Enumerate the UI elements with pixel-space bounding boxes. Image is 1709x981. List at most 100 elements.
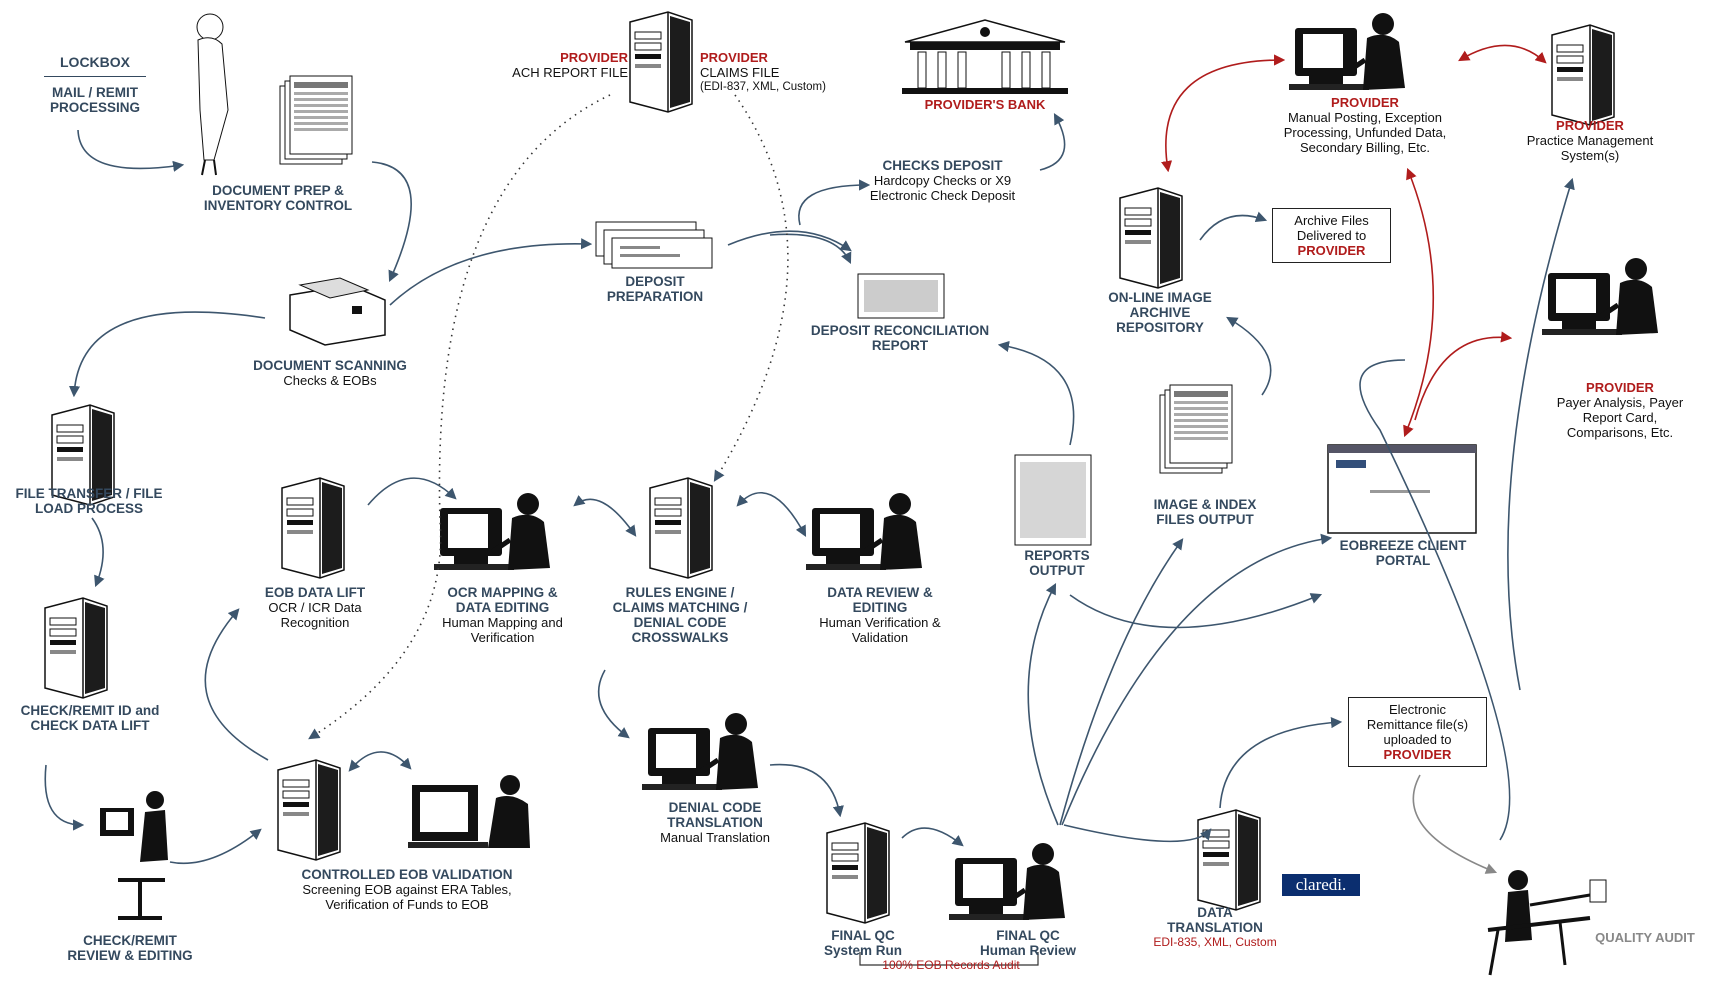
claredi-logo: claredi. — [1282, 874, 1360, 896]
lockbox-subtitle: MAIL / REMIT PROCESSING — [49, 85, 141, 115]
rules-engine-server-icon — [649, 477, 713, 579]
denial-code-title: DENIAL CODE TRANSLATION — [667, 800, 763, 830]
image-index-label: IMAGE & INDEX FILES OUTPUT — [1140, 497, 1270, 527]
final-qc-system-label: FINAL QC System Run — [818, 928, 908, 958]
denial-code-worker-icon — [642, 713, 758, 790]
data-translation-server-icon — [1197, 809, 1261, 911]
data-review-worker-icon — [806, 493, 922, 570]
check-review-title: CHECK/REMIT REVIEW & EDITING — [67, 933, 193, 963]
lockbox-worker-icon — [196, 13, 229, 176]
provider-ach-title: PROVIDER — [560, 50, 628, 65]
quality-audit-worker-icon — [1487, 870, 1607, 976]
eob-lift-text: OCR / ICR Data Recognition — [268, 600, 362, 630]
check-review-label: CHECK/REMIT REVIEW & EDITING — [55, 933, 205, 963]
provider-pms-title: PROVIDER — [1556, 118, 1624, 133]
provider-manual-label: PROVIDER Manual Posting, Exception Proce… — [1270, 95, 1460, 155]
archive-files-box: Archive Files Delivered to PROVIDER — [1272, 208, 1391, 263]
reports-output-icon — [1014, 454, 1092, 546]
final-qc-server-icon — [826, 822, 890, 924]
provider-payer-text: Payer Analysis, Payer Report Card, Compa… — [1556, 395, 1684, 440]
bank-building-icon — [902, 19, 1068, 94]
online-archive-title: ON-LINE IMAGE ARCHIVE REPOSITORY — [1108, 290, 1212, 335]
check-remit-server-icon — [44, 597, 108, 699]
provider-claims-text: CLAIMS FILE — [700, 65, 780, 80]
practice-management-server-icon — [1551, 24, 1615, 126]
doc-scanning-label: DOCUMENT SCANNING Checks & EOBs — [230, 358, 430, 388]
provider-red-arrows — [1161, 44, 1547, 438]
remit-upload-text: Electronic Remittance file(s) uploaded t… — [1366, 702, 1469, 747]
data-translation-text: EDI-835, XML, Custom — [1153, 935, 1277, 949]
eobreeze-portal-label: EOBREEZE CLIENT PORTAL — [1328, 538, 1478, 568]
lockbox-title: LOCKBOX — [60, 54, 130, 70]
provider-payer-label: PROVIDER Payer Analysis, Payer Report Ca… — [1545, 380, 1695, 440]
final-qc-human-title: FINAL QC Human Review — [979, 928, 1077, 958]
deposit-prep-label: DEPOSIT PREPARATION — [600, 274, 710, 304]
checks-deposit-text1: Hardcopy Checks or X9 — [873, 173, 1012, 188]
reports-output-title: REPORTS OUTPUT — [1024, 548, 1090, 578]
rules-engine-label: RULES ENGINE / CLAIMS MATCHING / DENIAL … — [605, 585, 755, 645]
provider-claims-sub: (EDI-837, XML, Custom) — [700, 81, 826, 93]
ocr-mapping-worker-icon — [434, 493, 550, 570]
scanned-documents-icon — [279, 75, 353, 165]
provider-manual-text: Manual Posting, Exception Processing, Un… — [1283, 110, 1447, 155]
final-qc-system-title: FINAL QC System Run — [823, 928, 903, 958]
provider-claims-label: PROVIDER CLAIMS FILE (EDI-837, XML, Cust… — [700, 50, 850, 95]
eob-lift-title: EOB DATA LIFT — [264, 585, 366, 600]
controlled-eob-title: CONTROLLED EOB VALIDATION — [301, 867, 513, 882]
providers-bank-title: PROVIDER'S BANK — [924, 97, 1046, 112]
deposit-recon-title: DEPOSIT RECONCILIATION REPORT — [810, 323, 990, 353]
checks-icon — [595, 221, 713, 269]
remit-upload-provider: PROVIDER — [1383, 747, 1452, 762]
audit-bracket — [859, 952, 1039, 966]
audit-bracket-label: 100% EOB Records Audit — [882, 958, 1020, 972]
deposit-recon-label: DEPOSIT RECONCILIATION REPORT — [800, 323, 1000, 353]
archive-files-provider: PROVIDER — [1297, 243, 1366, 258]
archive-files-text: Archive Files Delivered to — [1294, 213, 1369, 243]
checks-deposit-text2: Electronic Check Deposit — [869, 188, 1016, 203]
controlled-eob-text1: Screening EOB against ERA Tables, — [302, 882, 512, 897]
denial-code-label: DENIAL CODE TRANSLATION Manual Translati… — [640, 800, 790, 845]
data-review-title: DATA REVIEW & EDITING — [827, 585, 933, 615]
doc-scanning-text: Checks & EOBs — [283, 373, 377, 388]
reports-output-label: REPORTS OUTPUT — [1012, 548, 1102, 578]
data-review-text: Human Verification & Validation — [819, 615, 941, 645]
check-remit-id-label: CHECK/REMIT ID and CHECK DATA LIFT — [20, 703, 160, 733]
provider-ach-label: PROVIDER ACH REPORT FILE — [488, 50, 628, 80]
provider-manual-title: PROVIDER — [1331, 95, 1399, 110]
ocr-mapping-text: Human Mapping and Verification — [442, 615, 563, 645]
doc-prep-title: DOCUMENT PREP & INVENTORY CONTROL — [203, 183, 353, 213]
controlled-eob-text2: Verification of Funds to EOB — [325, 897, 489, 912]
provider-files-server-icon — [629, 11, 693, 113]
data-translation-label: DATA TRANSLATION EDI-835, XML, Custom — [1150, 905, 1280, 950]
online-archive-label: ON-LINE IMAGE ARCHIVE REPOSITORY — [1095, 290, 1225, 335]
provider-manual-worker-icon — [1289, 13, 1405, 90]
deposit-report-icon — [857, 273, 945, 319]
payer-analysis-worker-icon — [1542, 258, 1658, 335]
data-review-label: DATA REVIEW & EDITING Human Verification… — [805, 585, 955, 645]
ocr-mapping-title: OCR MAPPING & DATA EDITING — [447, 585, 558, 615]
flow-arrows — [44, 113, 1575, 865]
scanner-icon — [289, 277, 386, 346]
controlled-eob-label: CONTROLLED EOB VALIDATION Screening EOB … — [272, 867, 542, 912]
providers-bank-label: PROVIDER'S BANK — [900, 97, 1070, 112]
provider-pms-text: Practice Management System(s) — [1526, 133, 1654, 163]
file-transfer-label: FILE TRANSFER / FILE LOAD PROCESS — [5, 486, 173, 516]
final-qc-human-worker-icon — [949, 843, 1065, 920]
quality-audit-arrow — [1412, 774, 1498, 874]
image-index-title: IMAGE & INDEX FILES OUTPUT — [1153, 497, 1257, 527]
provider-dotted-arrows — [308, 94, 789, 740]
remit-upload-box: Electronic Remittance file(s) uploaded t… — [1348, 697, 1487, 767]
checks-deposit-title: CHECKS DEPOSIT — [882, 158, 1003, 173]
quality-audit-label: QUALITY AUDIT — [1595, 930, 1695, 945]
archive-repository-server-icon — [1119, 187, 1183, 289]
provider-payer-title: PROVIDER — [1586, 380, 1654, 395]
portal-screen-icon — [1327, 444, 1477, 534]
check-remit-id-title: CHECK/REMIT ID and CHECK DATA LIFT — [20, 703, 160, 733]
doc-prep-label: DOCUMENT PREP & INVENTORY CONTROL — [183, 183, 373, 213]
eobreeze-portal-title: EOBREEZE CLIENT PORTAL — [1339, 538, 1467, 568]
provider-ach-text: ACH REPORT FILE — [512, 65, 628, 80]
checks-deposit-label: CHECKS DEPOSIT Hardcopy Checks or X9 Ele… — [855, 158, 1030, 203]
controlled-eob-server-icon — [277, 759, 341, 861]
validation-worker-icon — [408, 775, 530, 848]
provider-pms-label: PROVIDER Practice Management System(s) — [1510, 118, 1670, 163]
